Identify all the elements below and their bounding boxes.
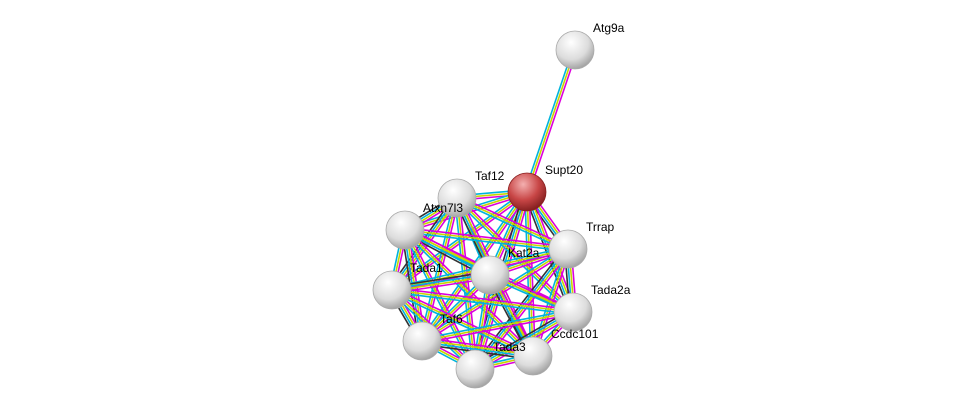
- edge-Taf12-Taf6-textmining[interactable]: [421, 197, 458, 342]
- edge-Taf12-Tada2a-experiment[interactable]: [457, 195, 576, 312]
- edge-Tada2a-Taf6-textmining[interactable]: [421, 311, 574, 342]
- edge-Taf12-Tada3-experiment[interactable]: [458, 197, 478, 369]
- edge-Tada1-Tada2a-textmining[interactable]: [391, 289, 574, 313]
- node-label: Tada1: [410, 261, 443, 275]
- edge-Atg9a-Supt20-textmining[interactable]: [526, 49, 576, 193]
- node-label: Atg9a: [593, 21, 625, 35]
- node-label: Tada3: [493, 340, 526, 354]
- edge-Atxn7l3-Trrap-experiment[interactable]: [405, 227, 569, 248]
- edge-Tada2a-Taf6-experiment[interactable]: [422, 313, 574, 344]
- node-label: Trrap: [586, 220, 615, 234]
- edge-Trrap-Taf6-textmining[interactable]: [421, 248, 569, 342]
- edge-Atg9a-Supt20-database[interactable]: [524, 49, 574, 192]
- node-sphere[interactable]: [548, 229, 588, 269]
- node-taf12[interactable]: Taf12: [437, 169, 505, 218]
- node-taf6[interactable]: Taf6: [402, 312, 463, 361]
- edge-Taf12-Tada2a-database[interactable]: [454, 198, 573, 315]
- node-trrap[interactable]: Trrap: [548, 220, 615, 269]
- node-sphere[interactable]: [555, 30, 595, 70]
- node-tada2a[interactable]: Tada2a: [553, 283, 631, 332]
- node-kat2a[interactable]: Kat2a: [470, 246, 540, 295]
- edge-Tada1-Tada2a-database[interactable]: [391, 291, 573, 315]
- edge-Trrap-Taf6-experiment[interactable]: [422, 250, 570, 344]
- node-sphere[interactable]: [372, 270, 412, 310]
- node-supt20[interactable]: Supt20: [507, 163, 583, 212]
- edge-Taf12-Tada3-textmining[interactable]: [456, 197, 476, 370]
- node-label: Taf6: [440, 312, 463, 326]
- edge-Taf12-Taf6-database[interactable]: [419, 197, 456, 341]
- node-label: Ccdc101: [551, 327, 599, 341]
- edge-Taf12-Trrap-database[interactable]: [455, 199, 568, 252]
- node-sphere[interactable]: [437, 178, 477, 218]
- node-ccdc101[interactable]: Ccdc101: [513, 327, 599, 376]
- node-sphere[interactable]: [470, 255, 510, 295]
- node-sphere[interactable]: [385, 210, 425, 250]
- node-label: Atxn7l3: [423, 201, 463, 215]
- edge-Atxn7l3-Trrap-textmining[interactable]: [404, 229, 569, 250]
- edge-Taf12-Trrap-experiment[interactable]: [457, 195, 570, 248]
- node-atxn7l3[interactable]: Atxn7l3: [385, 201, 463, 250]
- edge-Tada1-Ccdc101-experiment[interactable]: [392, 287, 535, 355]
- node-tada1[interactable]: Tada1: [372, 261, 443, 310]
- node-sphere[interactable]: [402, 321, 442, 361]
- edge-Taf12-Trrap-textmining[interactable]: [456, 197, 569, 250]
- edge-Tada2a-Taf6-database[interactable]: [421, 309, 573, 340]
- node-sphere[interactable]: [507, 172, 547, 212]
- node-tada3[interactable]: Tada3: [455, 340, 526, 389]
- edge-Atxn7l3-Trrap-database[interactable]: [404, 231, 568, 252]
- edge-Supt20-Ccdc101-textmining[interactable]: [526, 191, 534, 357]
- edge-Tada1-Tada2a-experiment[interactable]: [392, 287, 574, 311]
- edge-Tada1-Ccdc101-database[interactable]: [390, 291, 533, 359]
- node-sphere[interactable]: [455, 349, 495, 389]
- node-label: Supt20: [545, 163, 583, 177]
- node-label: Taf12: [475, 169, 505, 183]
- edge-Atg9a-Supt20-experiment[interactable]: [528, 50, 578, 193]
- node-label: Kat2a: [508, 246, 540, 260]
- node-sphere[interactable]: [513, 336, 553, 376]
- node-sphere[interactable]: [553, 292, 593, 332]
- node-label: Tada2a: [591, 283, 631, 297]
- node-atg9a[interactable]: Atg9a: [555, 21, 625, 70]
